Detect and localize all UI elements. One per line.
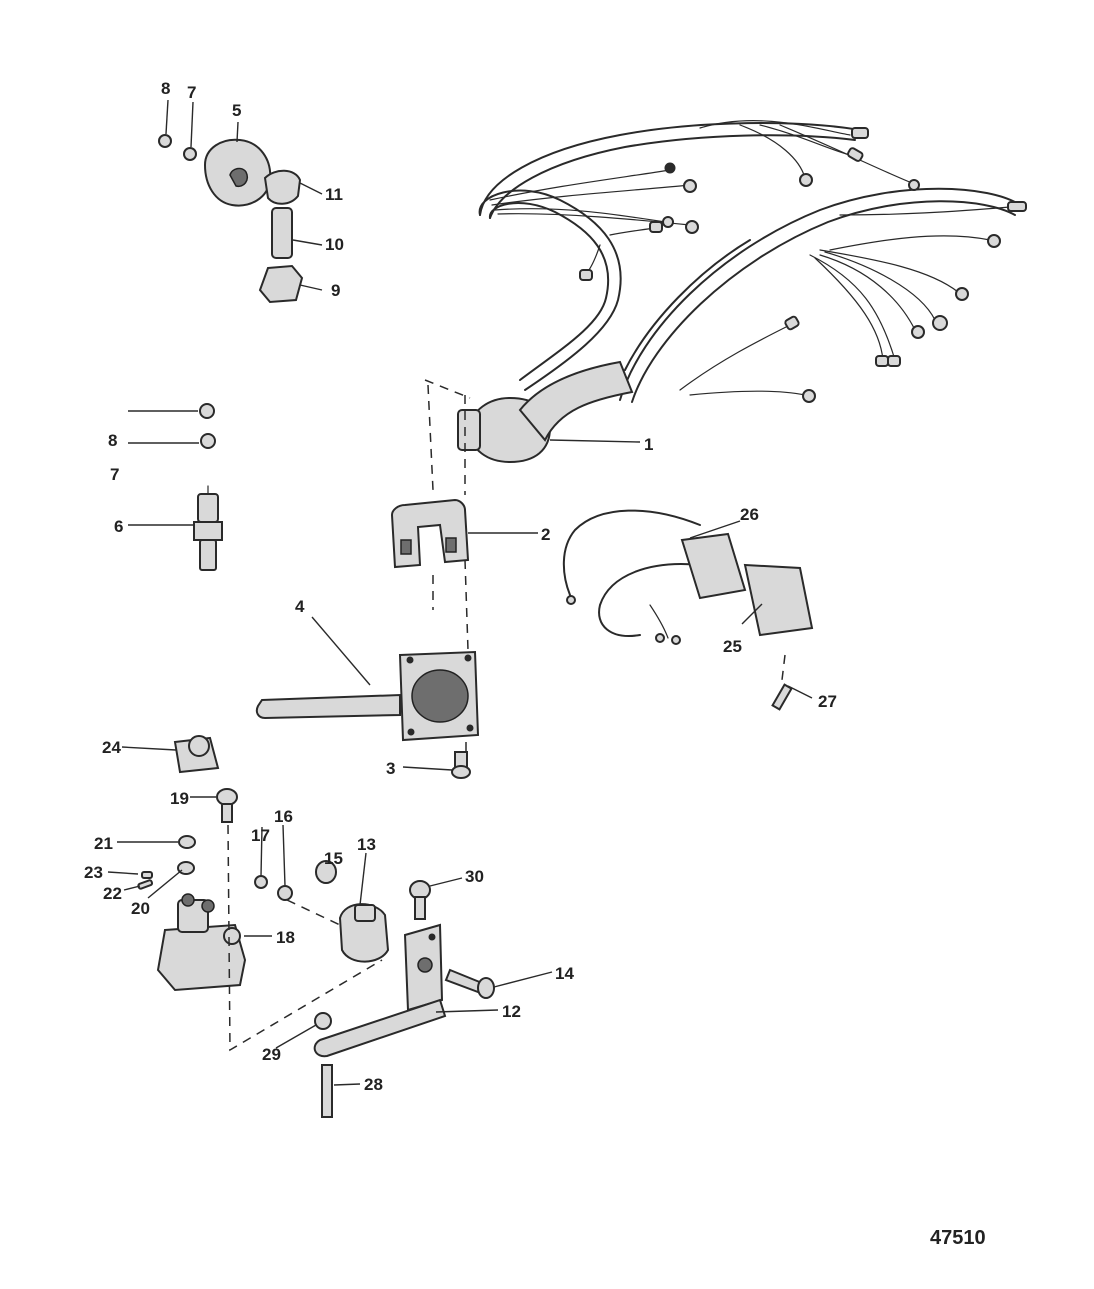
bracket-12 <box>313 880 495 1118</box>
mounting-bracket <box>255 650 480 742</box>
relay-13 <box>254 860 390 963</box>
callout-13: 13 <box>357 835 376 854</box>
callout-8b: 8 <box>108 431 117 450</box>
callout-14: 14 <box>555 964 574 983</box>
callout-16: 16 <box>274 807 293 826</box>
callout-23: 23 <box>84 863 103 882</box>
callout-12: 12 <box>502 1002 521 1021</box>
wiring-harness <box>457 120 1027 464</box>
callout-11: 11 <box>325 185 343 204</box>
bolt-19 <box>216 788 238 823</box>
callout-8: 8 <box>161 79 170 98</box>
callout-22: 22 <box>103 884 122 903</box>
callout-10: 10 <box>325 235 344 254</box>
callout-28: 28 <box>364 1075 383 1094</box>
callout-20: 20 <box>131 899 150 918</box>
callout-6: 6 <box>114 517 123 536</box>
pressure-sender-assembly <box>158 134 304 304</box>
callout-7: 7 <box>187 83 196 102</box>
callout-5: 5 <box>232 101 241 120</box>
callout-15: 15 <box>324 849 343 868</box>
assembly-lines <box>227 379 786 1052</box>
callout-4: 4 <box>295 597 305 616</box>
clip-24 <box>173 735 220 774</box>
callout-27: 27 <box>818 692 837 711</box>
connector-clamp <box>390 498 470 569</box>
callout-2: 2 <box>541 525 550 544</box>
starter-solenoid <box>156 893 247 992</box>
callout-24: 24 <box>102 738 121 757</box>
callout-7b: 7 <box>110 465 119 484</box>
callout-26: 26 <box>740 505 759 524</box>
rectifier-assembly <box>562 509 814 711</box>
callout-21: 21 <box>94 834 113 853</box>
callout-19: 19 <box>170 789 189 808</box>
callout-30: 30 <box>465 867 484 886</box>
callout-labels: 1 2 3 4 5 6 7 7 8 8 9 10 11 12 13 14 15 … <box>84 79 837 1094</box>
callout-3: 3 <box>386 759 395 778</box>
figure-number: 47510 <box>930 1227 986 1249</box>
callout-9: 9 <box>331 281 340 300</box>
screw-3 <box>451 751 471 779</box>
callout-25: 25 <box>723 637 742 656</box>
callout-29: 29 <box>262 1045 281 1064</box>
temperature-sender-assembly <box>193 403 223 571</box>
callout-17: 17 <box>251 826 270 845</box>
callout-1: 1 <box>644 435 653 454</box>
leader-lines <box>107 99 813 1086</box>
callout-18: 18 <box>276 928 295 947</box>
small-hardware <box>137 835 196 890</box>
